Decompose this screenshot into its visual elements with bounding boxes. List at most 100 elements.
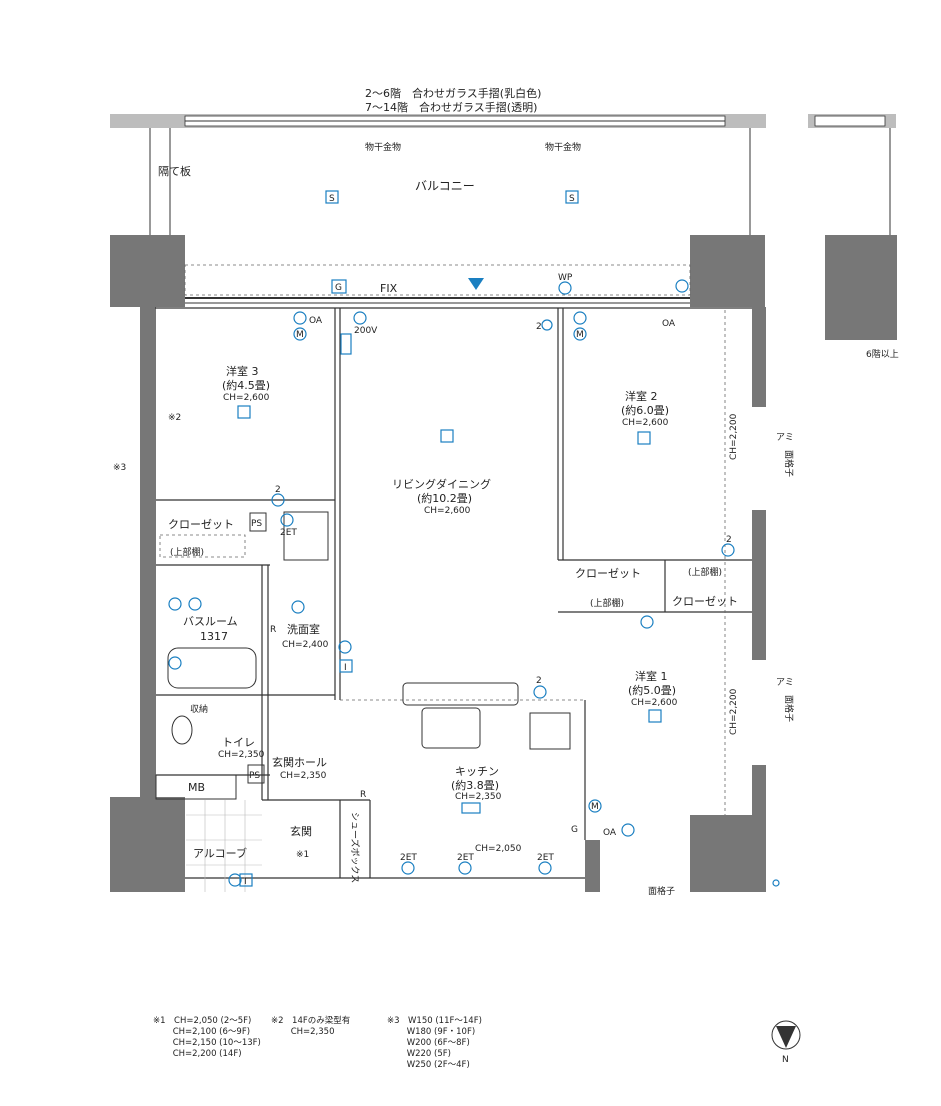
ceiling-light-icon — [637, 431, 651, 445]
room-western3-size: (約4.5畳) — [222, 378, 270, 392]
outlet-icon — [621, 823, 635, 837]
svg-text:2: 2 — [275, 485, 281, 495]
lattice-label-2: 面格子 — [783, 695, 795, 722]
outlet-icon — [353, 311, 367, 325]
window-triangle-icon — [468, 278, 484, 290]
mb-label: MB — [188, 781, 205, 794]
room-western2-window-ch: CH=2,200 — [729, 413, 739, 460]
note-3: ※3 W150 (11F～14F) W180 (9F・10F) W200 (6F… — [387, 1016, 482, 1070]
outlet-icon — [280, 513, 294, 527]
svg-text:I: I — [244, 877, 247, 887]
svg-text:2ET: 2ET — [537, 853, 554, 863]
room-western2-name: 洋室 2 — [625, 389, 658, 403]
dry-hook-label-1: 物干金物 — [365, 141, 401, 153]
closet-left-label: クローゼット — [168, 518, 234, 531]
note-1: ※1 CH=2,050 (2～5F) CH=2,100 (6～9F) CH=2,… — [153, 1016, 261, 1059]
room-living-size: (約10.2畳) — [417, 491, 472, 505]
meter-icon — [588, 799, 602, 813]
ceiling-light-icon — [461, 802, 481, 814]
outlet-icon — [168, 656, 182, 670]
north-compass: N — [771, 1020, 801, 1065]
ps-mark-lower: PS — [249, 771, 260, 781]
railing-note-2: 7～14階 合わせガラス手摺(透明) — [365, 100, 537, 114]
kitchen-ch-lower: CH=2,050 — [475, 844, 522, 854]
alcove-label: アルコーブ — [193, 846, 247, 860]
interphone-icon — [339, 659, 353, 673]
wall-block — [110, 797, 185, 892]
ceiling-light-icon — [648, 709, 662, 723]
kitchen-name: キッチン — [455, 765, 499, 778]
outlet-icon — [573, 311, 587, 325]
dry-hook-label-2: 物干金物 — [545, 141, 581, 153]
entrance-label: 玄関 — [290, 824, 312, 838]
balcony-label: バルコニー — [415, 179, 475, 193]
closet-right-label-1: クローゼット — [575, 567, 641, 580]
toilet-name: トイレ — [222, 736, 255, 749]
room-western1-window-ch: CH=2,200 — [729, 688, 739, 735]
ceiling-light-icon — [237, 405, 251, 419]
svg-text:2ET: 2ET — [457, 853, 474, 863]
wall-block — [690, 815, 766, 892]
svg-text:2: 2 — [726, 535, 732, 545]
outlet-icon — [721, 543, 735, 557]
cooktop — [529, 712, 571, 750]
toilet-fixture — [171, 715, 193, 745]
wall-block — [110, 235, 185, 307]
note-1-mark: ※1 — [296, 850, 309, 860]
room-living-ch: CH=2,600 — [424, 506, 471, 516]
washroom-ch: CH=2,400 — [282, 640, 329, 650]
meter-icon — [293, 327, 307, 341]
bathroom-name: バスルーム — [183, 615, 238, 628]
r-mark-hall: R — [360, 790, 366, 800]
outlet-icon — [271, 493, 285, 507]
room-western2-ch: CH=2,600 — [622, 418, 669, 428]
outlet-icon — [293, 311, 307, 325]
floor-note: 6階以上 — [866, 349, 899, 360]
room-living-name: リビングダイニング — [392, 477, 491, 491]
svg-text:2ET: 2ET — [280, 528, 297, 538]
lattice-label-1: 面格子 — [783, 450, 795, 477]
washbasin — [283, 511, 329, 561]
fix-window-label: FIX — [380, 282, 398, 295]
sleeve-mark: S — [569, 194, 575, 204]
svg-text:M: M — [591, 802, 599, 812]
shoe-box-label: シューズボックス — [349, 812, 361, 883]
hall-ch: CH=2,350 — [280, 771, 327, 781]
outlet-icon — [538, 861, 552, 875]
upper-shelf-right-1: (上部棚) — [590, 597, 624, 609]
ceiling-light-icon — [440, 429, 454, 443]
outlet-icon — [558, 281, 572, 295]
kitchen-sink — [421, 707, 481, 749]
svg-text:M: M — [296, 330, 304, 340]
svg-text:2: 2 — [536, 322, 542, 332]
lattice-label-bottom: 面格子 — [648, 885, 675, 897]
svg-text:I: I — [344, 663, 347, 673]
outlet-icon — [188, 597, 202, 611]
upper-shelf-left: (上部棚) — [170, 546, 204, 558]
gas-mark: G — [335, 283, 342, 293]
compass-label: N — [782, 1055, 789, 1065]
wall-left — [140, 307, 156, 797]
bathroom-code: 1317 — [200, 630, 228, 643]
ps-mark-upper: PS — [251, 519, 262, 529]
wall-block — [825, 235, 897, 340]
hall-name: 玄関ホール — [272, 755, 327, 769]
room-western1-name: 洋室 1 — [635, 669, 668, 683]
outlet-icon — [458, 861, 472, 875]
outlet-icon — [228, 873, 242, 887]
switch-icon — [541, 319, 553, 331]
svg-text:G: G — [571, 825, 578, 835]
svg-text:OA: OA — [662, 319, 676, 329]
kitchen-ch: CH=2,350 — [455, 792, 502, 802]
svg-text:OA: OA — [603, 828, 617, 838]
storage-label: 収納 — [190, 703, 208, 715]
room-western1-ch: CH=2,600 — [631, 698, 678, 708]
note-2: ※2 14Fのみ梁型有 CH=2,350 — [271, 1016, 351, 1037]
ami-mark: アミ — [776, 678, 794, 688]
electrical-symbols: M OA 200V M OA 2 2 2ET I 2 2 M G OA 2ET — [168, 279, 780, 887]
railing-note-1: 2～6階 合わせガラス手摺(乳白色) — [365, 86, 541, 100]
outlet-icon — [640, 615, 654, 629]
closet-right-label-2: クローゼット — [672, 595, 738, 608]
outlet-icon — [338, 640, 352, 654]
